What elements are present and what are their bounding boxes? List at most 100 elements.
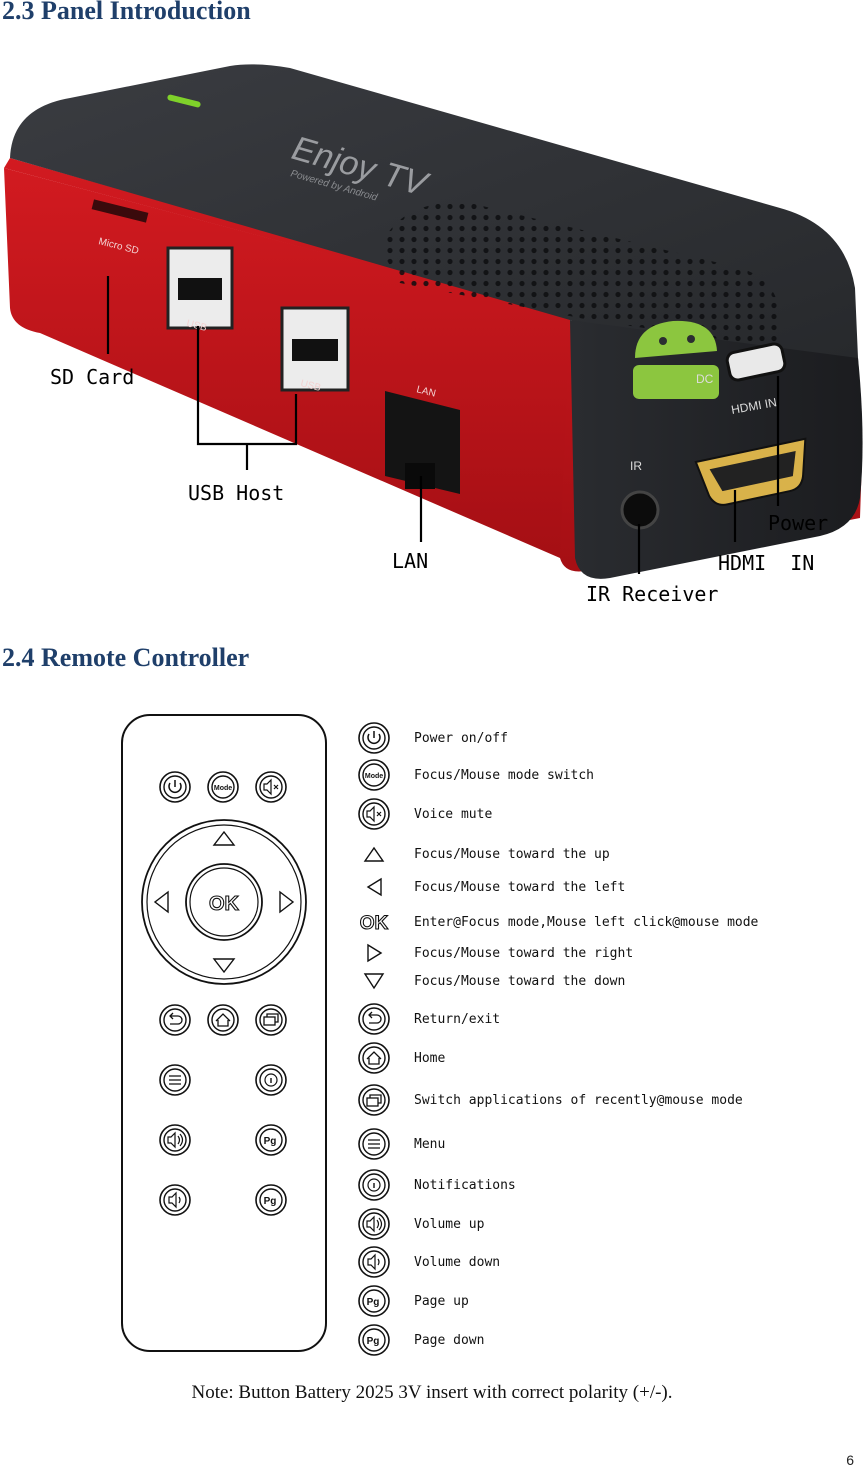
remote-page-down-button[interactable]: Pg: [255, 1184, 287, 1216]
return-icon: [356, 1002, 392, 1036]
callout-sd-card: SD Card: [50, 365, 134, 389]
page-down-icon: Pg: [356, 1323, 392, 1357]
arrow-left-icon: [356, 870, 392, 904]
arrow-down-icon: [356, 964, 392, 998]
legend-pgup-label: Pg: [367, 1297, 380, 1308]
legend-text: Power on/off: [414, 730, 508, 746]
remote-recent-apps-button[interactable]: [255, 1004, 287, 1036]
remote-home-button[interactable]: [207, 1004, 239, 1036]
legend-row: Home: [356, 1041, 836, 1075]
callout-lan: LAN: [392, 549, 428, 573]
legend-row: Pg Page up: [356, 1284, 836, 1318]
remote-page-up-button[interactable]: Pg: [255, 1124, 287, 1156]
legend-mode-label: Mode: [365, 773, 383, 780]
lan-port-label: LAN: [415, 384, 437, 399]
callout-power: Power: [768, 511, 828, 535]
legend-row: Mode Focus/Mouse mode switch: [356, 758, 836, 792]
remote-page-up-label: Pg: [264, 1136, 277, 1147]
remote-ok-label: OK: [209, 893, 240, 915]
dc-port: [725, 342, 787, 382]
mute-icon: [356, 797, 392, 831]
legend-ok-label: OK: [360, 913, 389, 934]
legend-row: Notifications: [356, 1168, 836, 1202]
recent-apps-icon: [356, 1083, 392, 1117]
legend-row: Pg Page down: [356, 1323, 836, 1357]
legend-text: Focus/Mouse toward the down: [414, 973, 626, 989]
legend-row: Focus/Mouse toward the up: [356, 837, 836, 871]
legend-text: Volume down: [414, 1254, 501, 1270]
legend-text: Notifications: [414, 1177, 516, 1193]
legend-text: Menu: [414, 1136, 446, 1152]
legend-text: Return/exit: [414, 1011, 501, 1027]
remote-notifications-button[interactable]: [255, 1064, 287, 1096]
legend-text: Page up: [414, 1293, 469, 1309]
legend-text: Home: [414, 1050, 446, 1066]
page-number: 6: [846, 1452, 854, 1468]
arrow-right-icon: [356, 936, 392, 970]
usb-port-2: [280, 306, 350, 392]
status-led: [167, 94, 201, 108]
remote-right-arrow[interactable]: [279, 890, 295, 914]
callout-usb-host: USB Host: [188, 481, 284, 505]
remote-ok-button[interactable]: OK: [185, 863, 263, 941]
legend-text: Focus/Mouse toward the right: [414, 945, 634, 961]
page-up-icon: Pg: [356, 1284, 392, 1318]
device-end-cap: [570, 320, 863, 579]
remote-mode-button[interactable]: Mode: [207, 771, 239, 803]
legend-text: Focus/Mouse toward the up: [414, 846, 610, 862]
remote-power-button[interactable]: [159, 771, 191, 803]
notifications-icon: [356, 1168, 392, 1202]
legend-text: Voice mute: [414, 806, 493, 822]
android-logo: [633, 320, 719, 399]
legend-text: Focus/Mouse mode switch: [414, 767, 595, 783]
legend-row: Menu: [356, 1127, 836, 1161]
callout-ir-receiver: IR Receiver: [586, 582, 718, 606]
legend-row: Return/exit: [356, 1002, 836, 1036]
battery-note: Note: Button Battery 2025 3V insert with…: [191, 1382, 673, 1403]
usb-port-2-label: USB: [299, 378, 322, 394]
volume-up-icon: [356, 1207, 392, 1241]
remote-mute-button[interactable]: [255, 771, 287, 803]
legend-row: Power on/off: [356, 721, 836, 755]
legend-row: Voice mute: [356, 797, 836, 831]
home-icon: [356, 1041, 392, 1075]
remote-down-arrow[interactable]: [212, 958, 236, 974]
remote-volume-down-button[interactable]: [159, 1184, 191, 1216]
legend-text: Volume up: [414, 1216, 485, 1232]
legend-row: Focus/Mouse toward the down: [356, 964, 836, 998]
legend-row: Volume up: [356, 1207, 836, 1241]
arrow-up-icon: [356, 837, 392, 871]
usb-port-1: [166, 246, 234, 330]
usb-port-1-label: USB: [185, 318, 208, 334]
lan-port: [385, 391, 460, 494]
remote-left-arrow[interactable]: [153, 890, 169, 914]
legend-text: Switch applications of recently@mouse mo…: [414, 1092, 743, 1108]
ok-icon: OK: [356, 905, 392, 939]
remote-volume-up-button[interactable]: [159, 1124, 191, 1156]
power-icon: [356, 721, 392, 755]
speaker-grille: [380, 202, 782, 348]
remote-page-down-label: Pg: [264, 1196, 277, 1207]
callout-hdmi-in: HDMI IN: [718, 551, 814, 575]
legend-text: Focus/Mouse toward the left: [414, 879, 626, 895]
dc-port-label: DC: [696, 372, 714, 386]
legend-row: Volume down: [356, 1245, 836, 1279]
panel-section-heading: 2.3 Panel Introduction: [2, 0, 251, 25]
remote-up-arrow[interactable]: [212, 830, 236, 846]
ir-port-label: IR: [630, 459, 642, 473]
device-panel-illustration: Enjoy TV Powered by Android Micro SD USB…: [4, 64, 863, 606]
remote-section-heading: 2.4 Remote Controller: [2, 643, 250, 672]
volume-down-icon: [356, 1245, 392, 1279]
remote-mode-label: Mode: [214, 785, 232, 792]
remote-return-button[interactable]: [159, 1004, 191, 1036]
legend-pgdn-label: Pg: [367, 1336, 380, 1347]
remote-controller-illustration: Mode OK: [121, 714, 327, 1352]
legend-row: Focus/Mouse toward the right: [356, 936, 836, 970]
ir-receiver-window: [620, 490, 660, 530]
callout-lines: [106, 276, 780, 574]
remote-menu-button[interactable]: [159, 1064, 191, 1096]
micro-sd-slot: [91, 199, 149, 223]
legend-text: Page down: [414, 1332, 485, 1348]
